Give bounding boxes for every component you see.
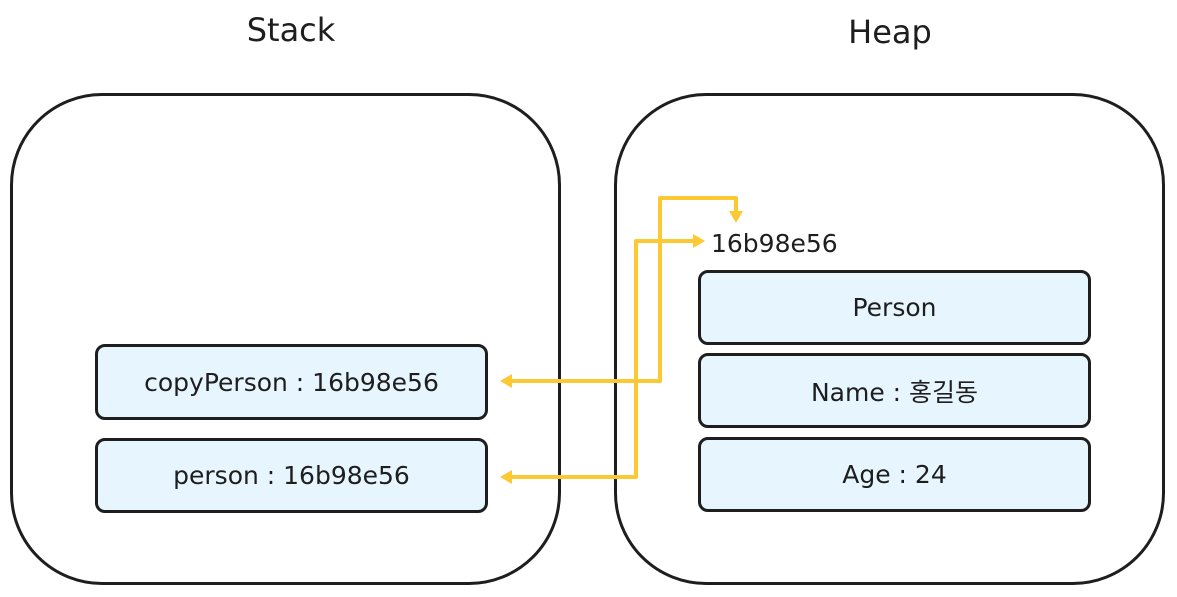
person-reference-arrow — [503, 239, 700, 479]
person-arrowhead-heap — [693, 234, 705, 248]
stack-title: Stack — [246, 11, 336, 49]
person-variable-box: person : 16b98e56 — [95, 438, 488, 513]
age-field-box: Age : 24 — [698, 437, 1091, 512]
name-field-box: Name : 홍길동 — [698, 353, 1091, 428]
heap-object-address: 16b98e56 — [711, 229, 838, 258]
person-class-box: Person — [698, 270, 1091, 345]
copy-person-arrowhead-stack — [500, 374, 512, 388]
person-variable-label: person : 16b98e56 — [173, 461, 410, 490]
person-arrowhead-stack — [500, 470, 512, 484]
age-field-label: Age : 24 — [842, 460, 947, 489]
copy-person-variable-box: copyPerson : 16b98e56 — [95, 344, 488, 420]
copy-person-reference-arrow — [503, 196, 738, 383]
name-field-label: Name : 홍길동 — [810, 377, 979, 407]
copy-person-variable-label: copyPerson : 16b98e56 — [144, 367, 439, 397]
heap-title: Heap — [848, 13, 932, 51]
person-class-label: Person — [852, 293, 937, 322]
copy-person-arrowhead-heap — [729, 211, 743, 223]
